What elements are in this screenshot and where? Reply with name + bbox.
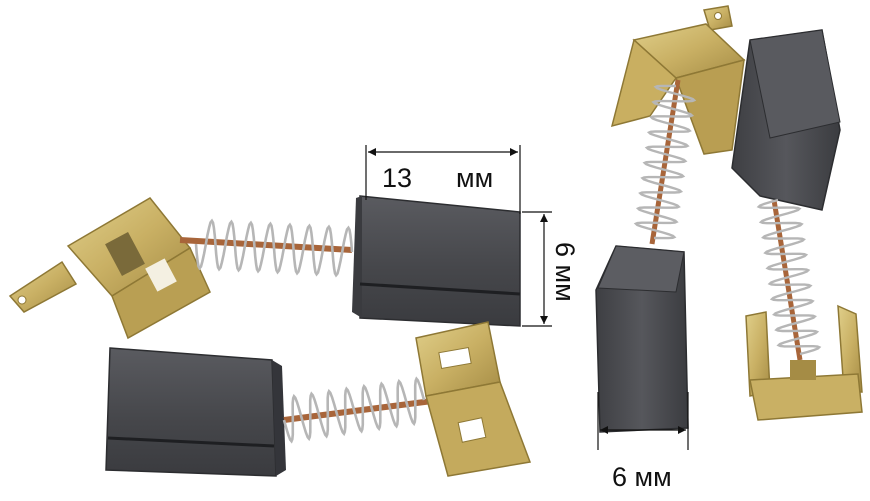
- holder-slot: [438, 346, 472, 370]
- length-unit: мм: [456, 163, 494, 193]
- height-value: 6: [550, 242, 580, 258]
- holder-slot: [790, 360, 816, 380]
- tab-hole: [714, 12, 722, 20]
- width-unit: мм: [634, 462, 672, 492]
- spring: [282, 376, 426, 444]
- carbon-groove: [107, 436, 275, 448]
- brass-holder-side: [837, 304, 863, 393]
- carbon-groove: [359, 282, 521, 296]
- length-value: 13: [382, 163, 413, 193]
- carbon-block: [359, 195, 521, 327]
- carbon-block-face: [749, 29, 841, 139]
- carbon-brush-1: [8, 195, 521, 340]
- holder-window: [105, 232, 145, 276]
- width-dimension-label: 6 мм: [612, 464, 672, 491]
- brass-tab: [8, 260, 78, 313]
- spring: [194, 218, 354, 278]
- carbon-block-top: [597, 245, 685, 293]
- carbon-brush-4: [731, 29, 863, 421]
- carbon-brush-2: [105, 321, 532, 477]
- copper-braid: [771, 199, 803, 361]
- brass-holder-side: [675, 58, 745, 155]
- length-dimension-label: 13 мм: [382, 165, 493, 192]
- carbon-brush-3: [595, 5, 746, 433]
- carbon-block: [105, 347, 277, 477]
- tab-hole: [17, 295, 27, 305]
- spring: [633, 84, 697, 240]
- holder-slot: [145, 258, 177, 292]
- carbon-block-end: [352, 196, 362, 318]
- spring: [756, 198, 822, 356]
- height-unit: мм: [550, 264, 580, 302]
- carbon-block-end: [272, 360, 286, 476]
- brass-holder-side: [610, 38, 677, 128]
- brass-holder: [749, 373, 863, 421]
- holder-slot: [457, 417, 487, 443]
- dimension-lines: [365, 145, 689, 450]
- height-dimension-label: 6 мм: [550, 242, 580, 302]
- width-value: 6: [612, 462, 628, 492]
